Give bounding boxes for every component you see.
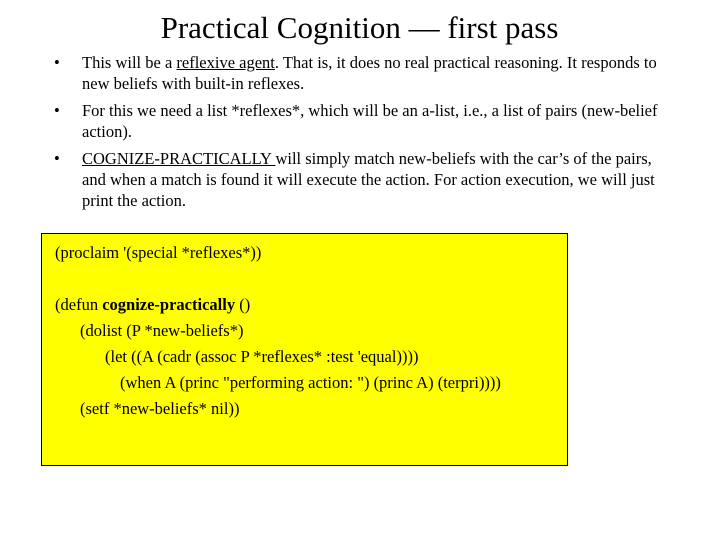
code-box: (proclaim '(special *reflexes*)) (defun …	[41, 233, 568, 466]
code-line-let: (let ((A (cadr (assoc P *reflexes* :test…	[105, 347, 419, 366]
bullet-text-pre: This will be a	[82, 53, 177, 72]
code-defun-keyword: (defun	[55, 295, 103, 314]
code-line-setf: (setf *new-beliefs* nil))	[80, 399, 240, 418]
bullet-item-reflexes-list: • For this we need a list *reflexes*, whi…	[52, 100, 672, 142]
bullet-item-cognize-practically: • COGNIZE-PRACTICALLY will simply match n…	[52, 148, 672, 211]
code-function-name: cognize-practically	[102, 295, 236, 314]
bullet-marker: •	[54, 149, 60, 168]
code-line-proclaim: (proclaim '(special *reflexes*))	[55, 243, 262, 262]
bullet-text-underlined: COGNIZE-PRACTICALLY	[82, 149, 276, 168]
slide-title: Practical Cognition — first pass	[160, 10, 559, 45]
bullet-text-underlined: reflexive agent	[176, 53, 275, 72]
bullet-text-post: will simply match new-beliefs with the c…	[82, 149, 655, 210]
code-line-when: (when A (princ "performing action: ") (p…	[120, 373, 501, 392]
bullet-marker: •	[54, 101, 60, 120]
bullet-list: • This will be a reflexive agent. That is…	[52, 52, 672, 217]
code-line-dolist: (dolist (P *new-beliefs*)	[80, 321, 244, 340]
bullet-item-reflexive-agent: • This will be a reflexive agent. That is…	[52, 52, 672, 94]
code-defun-args: ()	[235, 295, 251, 314]
bullet-marker: •	[54, 53, 60, 72]
bullet-text-post: . That is, it does no real practical rea…	[82, 53, 657, 93]
bullet-text-pre: For this we need a list *reflexes*, whic…	[82, 101, 658, 141]
code-line-defun: (defun cognize-practically ()	[55, 295, 250, 315]
